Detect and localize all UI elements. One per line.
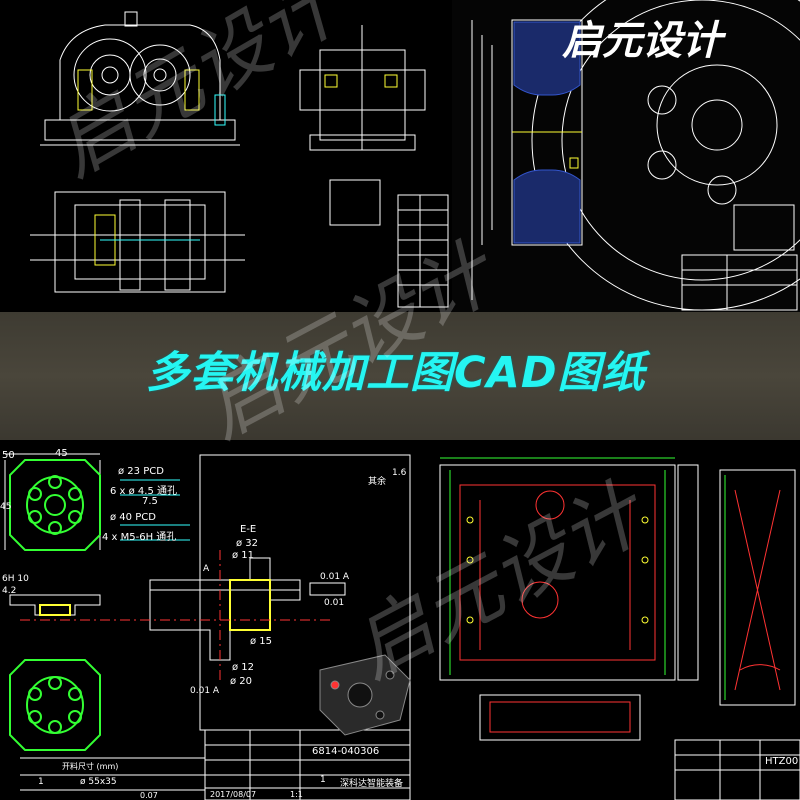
tolerance-bottom-label: 0.01 A (190, 686, 220, 696)
dim-42-label: 4.2 (2, 586, 17, 596)
banner-title: 多套机械加工图CAD图纸 (146, 348, 646, 398)
section-ee-label: E-E (240, 524, 257, 535)
datum-a-label: A (203, 564, 210, 574)
depth-75-label: 7.5 (142, 496, 158, 507)
thread-m5-label: 4 x M5-6H 通孔 (102, 532, 177, 543)
gear-drawing-panel (452, 0, 800, 312)
dim-45-side: 45 (0, 502, 12, 512)
flange-drawing-panel: 50 45 45 ø 23 PCD 6 x ø 4.5 通孔 7.5 ø 40 … (0, 440, 420, 800)
holes-6x45-label: 6 x ø 4.5 通孔 (110, 486, 178, 497)
dia-15-label: ø 15 (250, 636, 273, 647)
pcd-40-label: ø 40 PCD (110, 512, 156, 523)
thread-6h-label: 6H 10 (2, 574, 29, 584)
gearbox-drawing-panel (0, 0, 452, 312)
tolerance-001a-label: 0.01 A (320, 572, 350, 582)
drawing-code-label: HTZ00 (765, 756, 799, 767)
dim-45: 45 (55, 448, 68, 459)
blank-dims-label: ø 55x35 (80, 777, 117, 787)
gearbox-drawing (30, 11, 449, 308)
tolerance-001-label: 0.01 (324, 598, 345, 608)
dia-32-label: ø 32 (236, 538, 259, 549)
quantity-label: 1 (320, 775, 326, 785)
company-label: 深科达智能装备 (340, 779, 404, 789)
dia-11-label: ø 11 (232, 550, 255, 561)
gear-drawing (471, 0, 800, 311)
blank-size-label: 开料尺寸 (mm) (62, 762, 119, 771)
weight-label: 0.07 (140, 791, 158, 800)
other-surfaces-label: 其余 (368, 477, 387, 487)
row-number-label: 1 (38, 777, 44, 787)
frame-plate-drawing-panel: HTZ00 (420, 440, 800, 800)
dia-12-label: ø 12 (232, 662, 255, 673)
title-band (0, 312, 800, 440)
brand-name: 启元设计 (562, 18, 722, 64)
frame-plate-drawing (439, 457, 800, 800)
flange-drawing (4, 453, 411, 800)
scale-label: 1:1 (290, 790, 303, 799)
part-number-label: 6814-040306 (312, 746, 380, 757)
roughness-16-label: 1.6 (392, 468, 407, 478)
date-label: 2017/08/07 (210, 790, 257, 799)
dim-50: 50 (2, 450, 15, 461)
dia-20-label: ø 20 (230, 676, 253, 687)
pcd-23-label: ø 23 PCD (118, 466, 164, 477)
